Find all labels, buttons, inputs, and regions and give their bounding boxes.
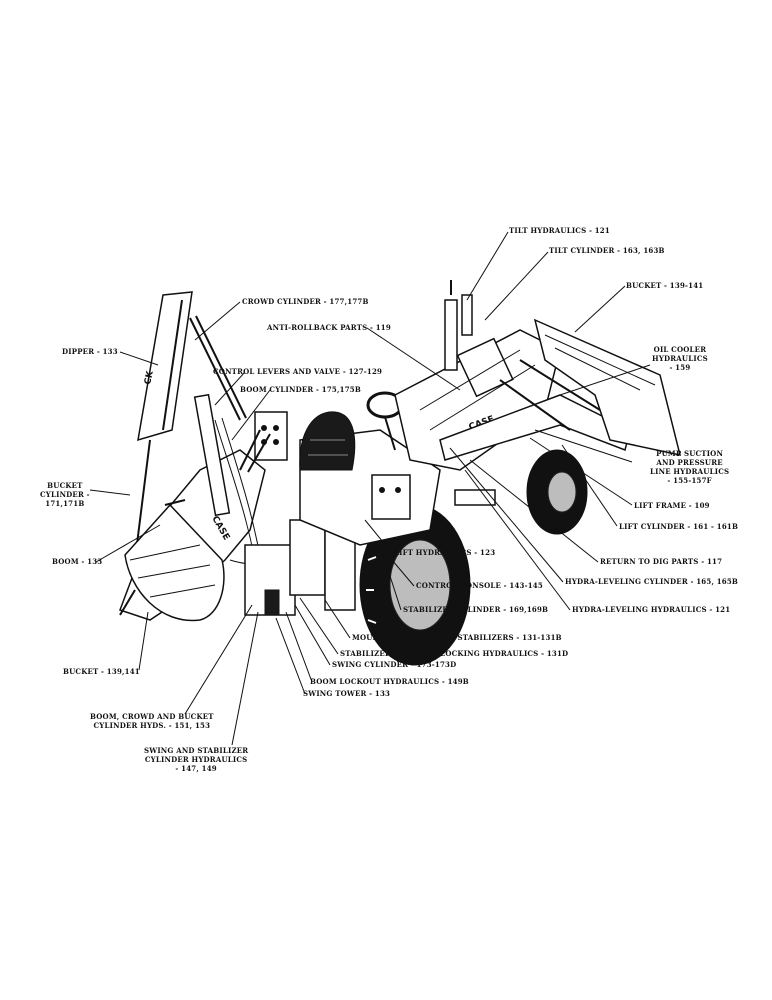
label-crowd-cylinder: CROWD CYLINDER - 177,177B bbox=[242, 297, 369, 306]
tilt-cylinder bbox=[444, 299, 458, 371]
label-lift-hydraulics: LIFT HYDRAULICS - 123 bbox=[394, 548, 496, 557]
dipper-logo: CK bbox=[143, 369, 156, 385]
control-console-right bbox=[371, 474, 411, 520]
label-tilt-cylinder: TILT CYLINDER - 163, 163B bbox=[549, 246, 665, 255]
label-boom: BOOM - 133 bbox=[52, 557, 103, 566]
label-pump-suction: PUMP SUCTION AND PRESSURE LINE HYDRAULIC… bbox=[650, 449, 730, 485]
label-swing-cylinder: SWING CYLINDER - 173-173D bbox=[332, 660, 457, 669]
label-stabilizer-cylinder: STABILIZER CYLINDER - 169,169B bbox=[403, 605, 549, 614]
label-bucket-cylinder: BUCKET CYLINDER - 171,171B bbox=[40, 481, 90, 508]
label-lift-frame: LIFT FRAME - 109 bbox=[634, 501, 710, 510]
label-anti-rollback: ANTI-ROLLBACK PARTS - 119 bbox=[267, 323, 391, 332]
label-boom-lockout: BOOM LOCKOUT HYDRAULICS - 149B bbox=[310, 677, 469, 686]
stabilizer-left bbox=[289, 519, 326, 596]
label-control-console: CONTROL CONSOLE - 143-145 bbox=[416, 581, 543, 590]
label-control-levers: CONTROL LEVERS AND VALVE - 127-129 bbox=[213, 367, 383, 376]
label-bucket-front: BUCKET - 139-141 bbox=[626, 281, 704, 290]
rear-bucket bbox=[124, 503, 225, 622]
leader-lines bbox=[89, 231, 651, 746]
label-stabilizer-locking: STABILIZER CYLINDER LOCKING HYDRAULICS -… bbox=[340, 649, 569, 658]
label-lift-cylinder: LIFT CYLINDER - 161 - 161B bbox=[619, 522, 739, 531]
label-boom-cylinder: BOOM CYLINDER - 175,175B bbox=[240, 385, 361, 394]
operator-seat bbox=[299, 411, 356, 471]
label-hydra-leveling-cylinder: HYDRA-LEVELING CYLINDER - 165, 165B bbox=[565, 577, 739, 586]
front-bucket bbox=[533, 318, 682, 456]
label-hydra-leveling-hydraulics: HYDRA-LEVELING HYDRAULICS - 121 bbox=[572, 605, 731, 614]
loader-assembly bbox=[439, 280, 682, 535]
label-return-to-dig: RETURN TO DIG PARTS - 117 bbox=[600, 557, 723, 566]
label-boom-crowd-bucket: BOOM, CROWD AND BUCKET CYLINDER HYDS. - … bbox=[90, 712, 214, 730]
label-dipper: DIPPER - 133 bbox=[62, 347, 118, 356]
label-mounting-frame: MOUNTING FRAME AND STABILIZERS - 131-131… bbox=[352, 633, 562, 642]
tractor-body: CASE bbox=[239, 329, 561, 666]
label-bucket-rear: BUCKET - 139,141 bbox=[63, 667, 140, 676]
label-tilt-hydraulics: TILT HYDRAULICS - 121 bbox=[509, 226, 610, 235]
label-swing-stabilizer: SWING AND STABILIZER CYLINDER HYDRAULICS… bbox=[144, 746, 249, 773]
label-oil-cooler: OIL COOLER HYDRAULICS - 159 bbox=[652, 345, 708, 372]
label-swing-tower: SWING TOWER - 133 bbox=[303, 689, 391, 698]
